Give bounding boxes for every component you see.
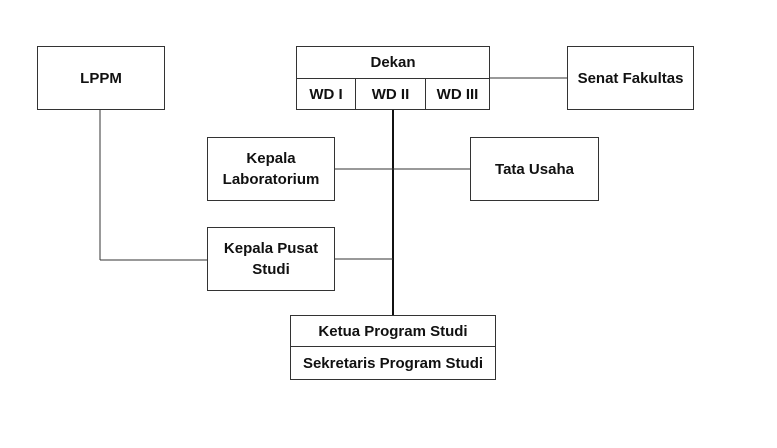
- dekan-divider: [297, 78, 489, 79]
- tata-usaha-box: Tata Usaha: [470, 137, 599, 201]
- wd3-cell: WD III: [436, 85, 479, 103]
- sekretaris-prodi-cell: Sekretaris Program Studi: [302, 354, 484, 372]
- lppm-box: LPPM: [37, 46, 165, 110]
- wd1-cell: WD I: [309, 85, 343, 103]
- kepala-lab-label: Kepala Laboratorium: [222, 150, 320, 188]
- wd-divider-1: [355, 79, 356, 109]
- ketua-prodi-cell: Ketua Program Studi: [318, 322, 468, 340]
- wd2-cell: WD II: [371, 85, 410, 103]
- dekan-label: Dekan: [370, 54, 416, 71]
- kepala-pusat-studi-box: Kepala Pusat Studi: [207, 227, 335, 291]
- senat-box: Senat Fakultas: [567, 46, 694, 110]
- dekan-box: Dekan WD I WD II WD III: [296, 46, 490, 110]
- senat-label: Senat Fakultas: [577, 69, 684, 87]
- kepala-lab-box: Kepala Laboratorium: [207, 137, 335, 201]
- prodi-box: Ketua Program Studi Sekretaris Program S…: [290, 315, 496, 380]
- wd-divider-2: [425, 79, 426, 109]
- tata-usaha-label: Tata Usaha: [495, 160, 574, 178]
- prodi-divider: [291, 346, 495, 347]
- lppm-label: LPPM: [80, 69, 122, 87]
- kepala-pusat-studi-label: Kepala Pusat Studi: [223, 240, 319, 278]
